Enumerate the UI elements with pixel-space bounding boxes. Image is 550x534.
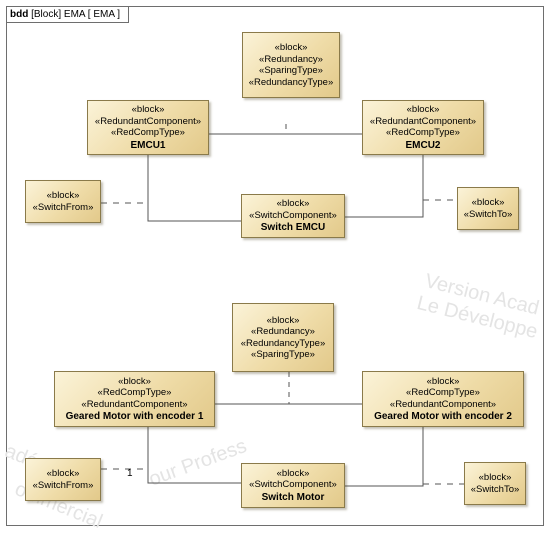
block-name: EMCU1 (130, 139, 166, 151)
stereotype-label: «RedundantComponent» (94, 115, 202, 127)
stereotype-label: «RedundancyType» (240, 337, 326, 349)
stereotype-label: «block» (478, 472, 512, 483)
stereotype-label: «block» (406, 104, 440, 115)
diagram-kind: bdd (10, 9, 29, 20)
block-geared-motor-1[interactable]: «block» «RedCompType» «RedundantComponen… (54, 371, 215, 427)
block-switchfrom-motor[interactable]: «block» «SwitchFrom» (25, 458, 101, 501)
stereotype-label: «block» (46, 468, 80, 479)
block-switchfrom-emcu[interactable]: «block» «SwitchFrom» (25, 180, 101, 223)
stereotype-label: «SwitchTo» (463, 208, 513, 220)
stereotype-label: «SwitchTo» (470, 483, 520, 495)
stereotype-label: «Redundancy» (251, 326, 315, 337)
multiplicity-switchfrom-motor: 1 (127, 468, 133, 479)
block-redundancy-emcu[interactable]: «block» «Redundancy» «SparingType» «Redu… (242, 32, 340, 98)
stereotype-label: «RedCompType» (406, 387, 480, 398)
stereotype-label: «SwitchFrom» (32, 201, 94, 213)
stereotype-label: «SparingType» (251, 349, 315, 360)
stereotype-label: «SwitchFrom» (32, 479, 94, 491)
block-name: EMCU2 (405, 139, 441, 151)
stereotype-label: «RedCompType» (111, 127, 185, 138)
connector-motor1-switch[interactable] (147, 427, 241, 484)
stereotype-label: «SwitchComponent» (249, 479, 337, 491)
connector-motor2-switch[interactable] (345, 427, 424, 487)
stereotype-label: «RedCompType» (97, 387, 172, 398)
block-name: Switch EMCU (260, 222, 326, 234)
stereotype-label: «block» (266, 314, 300, 326)
block-name: Geared Motor with encoder 2 (374, 411, 512, 422)
connector-emcu1-switch[interactable] (147, 155, 241, 222)
block-switch-motor[interactable]: «block» «SwitchComponent» Switch Motor (241, 463, 345, 508)
block-switchto-motor[interactable]: «block» «SwitchTo» (464, 462, 526, 505)
stereotype-label: «block» (276, 467, 310, 479)
stereotype-label: «block» (131, 104, 165, 115)
stereotype-label: «RedundantComponent» (389, 398, 497, 410)
diagram-frame-header: bdd [Block] EMA [ EMA ] (7, 7, 130, 23)
stereotype-label: «RedundancyType» (248, 76, 334, 88)
block-switchto-emcu[interactable]: «block» «SwitchTo» (457, 187, 519, 230)
stereotype-label: «SparingType» (259, 65, 323, 76)
stereotype-label: «block» (426, 375, 460, 387)
block-redundancy-motor[interactable]: «block» «Redundancy» «RedundancyType» «S… (232, 303, 334, 372)
stereotype-label: «RedundantComponent» (369, 115, 477, 127)
stereotype-label: «block» (471, 197, 505, 208)
block-name: Geared Motor with encoder 1 (65, 411, 204, 422)
block-emcu1[interactable]: «block» «RedundantComponent» «RedCompTyp… (87, 100, 209, 155)
block-geared-motor-2[interactable]: «block» «RedCompType» «RedundantComponen… (362, 371, 524, 427)
stereotype-label: «block» (276, 198, 310, 210)
stereotype-label: «block» (274, 42, 308, 53)
stereotype-label: «block» (46, 190, 80, 201)
block-name: Switch Motor (261, 491, 325, 503)
block-switch-emcu[interactable]: «block» «SwitchComponent» Switch EMCU (241, 194, 345, 238)
stereotype-label: «block» (118, 375, 151, 387)
stereotype-label: «RedundantComponent» (81, 398, 188, 410)
diagram-frame-label: [Block] EMA [ EMA ] (31, 9, 121, 20)
stereotype-label: «Redundancy» (259, 53, 323, 65)
block-emcu2[interactable]: «block» «RedundantComponent» «RedCompTyp… (362, 100, 484, 155)
connector-emcu2-switch[interactable] (345, 155, 424, 218)
stereotype-label: «SwitchComponent» (249, 209, 337, 221)
stereotype-label: «RedCompType» (386, 127, 460, 138)
